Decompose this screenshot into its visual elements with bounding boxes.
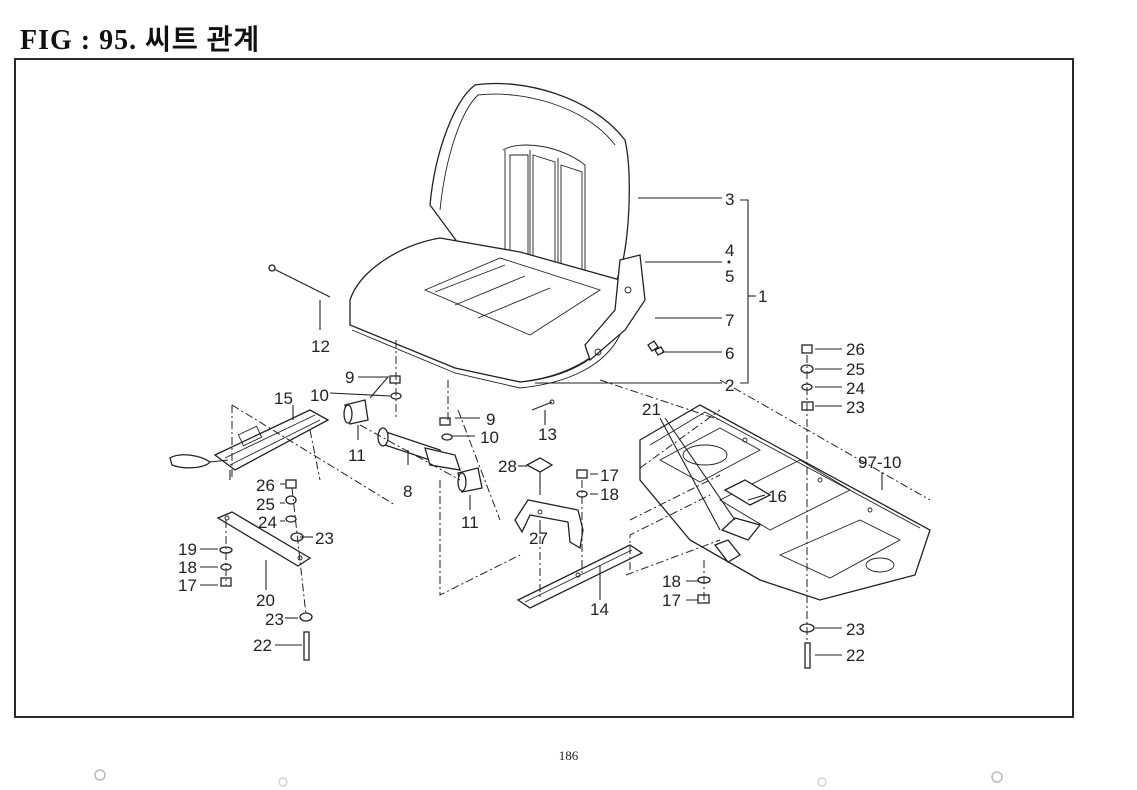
callout-20: 20 <box>256 591 275 610</box>
part-20-bracket <box>216 511 312 590</box>
figure-title: FIG : 95. 씨트 관계 <box>20 25 261 56</box>
callout-22-left: 22 <box>253 636 272 655</box>
callout-27: 27 <box>529 529 548 548</box>
callout-28: 28 <box>498 457 517 476</box>
part-8-pivot-tube <box>377 427 461 471</box>
callout-18-right: 18 <box>662 572 681 591</box>
callout-16: 16 <box>768 487 787 506</box>
callout-9-right: 9 <box>486 410 495 429</box>
callout-6: 6 <box>725 344 734 363</box>
callout-22-right: 22 <box>846 646 865 665</box>
callout-21: 21 <box>642 400 661 419</box>
callout-18-left: 18 <box>178 558 197 577</box>
part-9-10-nuts <box>389 375 453 441</box>
part-16-bracket <box>713 479 772 563</box>
part-15-slide-rail <box>169 409 330 480</box>
callout-14: 14 <box>590 600 609 619</box>
diagram-frame <box>14 58 1074 718</box>
callout-24-right: 24 <box>846 379 865 398</box>
part-11-bushings <box>343 399 483 493</box>
callout-23-right-lower: 23 <box>846 620 865 639</box>
callout-3: 3 <box>725 190 734 209</box>
callout-5: 5 <box>725 267 734 286</box>
callout-26-left: 26 <box>256 476 275 495</box>
callout-9-left: 9 <box>345 368 354 387</box>
callout-24-left: 24 <box>258 513 277 532</box>
callout-13: 13 <box>538 425 557 444</box>
callout-1: 1 <box>758 287 767 306</box>
assembly-center-lines <box>225 340 931 640</box>
part-6-7-bolt <box>647 340 665 356</box>
callout-7: 7 <box>725 311 734 330</box>
callout-11-right: 11 <box>461 513 479 532</box>
callout-15: 15 <box>274 389 293 408</box>
callout-17-center: 17 <box>600 466 619 485</box>
callout-18-center: 18 <box>600 485 619 504</box>
seat-assembly <box>349 82 646 389</box>
callout-labels: 3 4 5 1 7 6 2 26 25 24 23 97-10 12 9 10 … <box>178 190 901 665</box>
callout-4: 4 <box>725 241 734 260</box>
callout-8: 8 <box>403 482 412 501</box>
callout-25-right: 25 <box>846 360 865 379</box>
scan-marks <box>94 769 1003 787</box>
callout-11-left: 11 <box>348 446 366 465</box>
callout-10-right: 10 <box>480 428 499 447</box>
callout-10-left: 10 <box>310 386 329 405</box>
part-28-plate <box>525 457 554 495</box>
callout-17-left: 17 <box>178 576 197 595</box>
callout-2: 2 <box>725 376 734 395</box>
callout-12: 12 <box>311 337 330 356</box>
callout-23-right: 23 <box>846 398 865 417</box>
callout-23-left-lower: 23 <box>265 610 284 629</box>
page-number: 186 <box>558 748 579 763</box>
callout-25-left: 25 <box>256 495 275 514</box>
callout-19: 19 <box>178 540 197 559</box>
part-13-pin <box>531 399 555 425</box>
callout-17-right: 17 <box>662 591 681 610</box>
callout-leaders <box>200 197 883 656</box>
callout-23-left-upper: 23 <box>315 529 334 548</box>
part-14-slide-rail <box>516 544 644 609</box>
callout-26-right: 26 <box>846 340 865 359</box>
callout-97-10: 97-10 <box>858 453 901 472</box>
part-27-bracket <box>514 499 584 550</box>
part-12-rod <box>268 264 331 330</box>
